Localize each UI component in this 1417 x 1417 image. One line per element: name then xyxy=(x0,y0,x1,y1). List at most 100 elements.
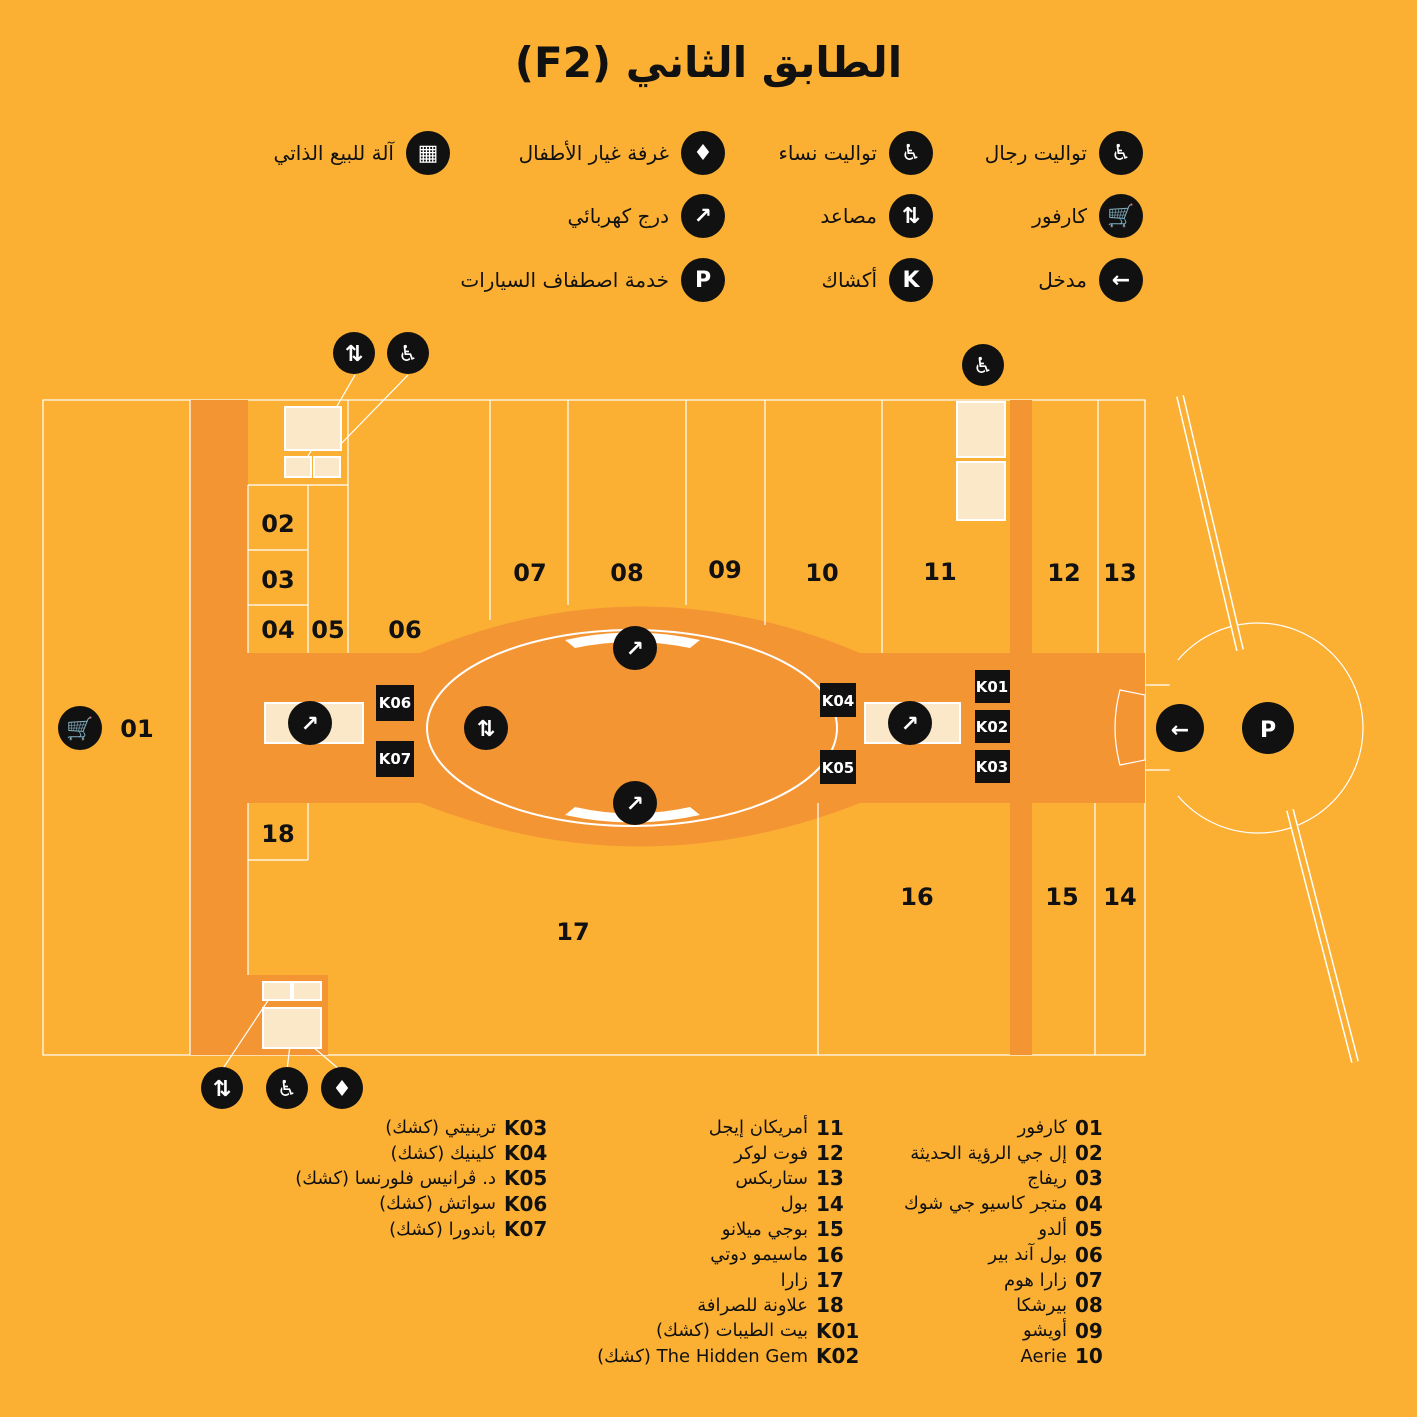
unit-14-label: 14 xyxy=(1103,883,1136,911)
store-name: إل جي الرؤية الحديثة xyxy=(910,1142,1067,1164)
store-code: 16 xyxy=(816,1242,844,1267)
legend-escalator: ↗ درج كهربائي xyxy=(567,194,725,238)
unit-09-label: 09 xyxy=(708,556,741,584)
directory-item: 15 بوجي ميلانو xyxy=(597,1217,862,1242)
store-code: 02 xyxy=(1075,1141,1103,1166)
store-code: 08 xyxy=(1075,1293,1103,1318)
store-name: زارا xyxy=(780,1269,808,1291)
valet-icon: P xyxy=(1260,718,1276,743)
store-code: 13 xyxy=(816,1166,844,1191)
elevator-icon: ⇅ xyxy=(345,342,363,367)
store-code: K07 xyxy=(504,1217,548,1242)
escalator-icon: ↗ xyxy=(681,194,725,238)
store-name: فوت لوكر xyxy=(734,1142,808,1164)
unit-15-label: 15 xyxy=(1045,883,1078,911)
directory-item: 06 بول آند بير xyxy=(904,1242,1121,1267)
directory-item: 16 ماسيمو دوتي xyxy=(597,1242,862,1267)
store-name: The Hidden Gem (كشك) xyxy=(597,1345,808,1367)
directory-item: K07 باندورا (كشك) xyxy=(295,1217,550,1242)
store-code: 09 xyxy=(1075,1318,1103,1343)
legend-mens-wc: ♿ تواليت رجال xyxy=(985,131,1143,175)
store-code: K02 xyxy=(816,1344,860,1369)
kiosk-k07-label: K07 xyxy=(379,750,412,768)
store-name: بول آند بير xyxy=(988,1244,1067,1266)
cart-icon: 🛒 xyxy=(66,716,93,742)
unit-13-label: 13 xyxy=(1103,559,1136,587)
store-code: 01 xyxy=(1075,1115,1103,1140)
store-name: أويشو xyxy=(1022,1320,1067,1342)
unit-06-label: 06 xyxy=(388,616,421,644)
wc-icon: ♿ xyxy=(973,354,993,379)
entrance-arrow-icon: ← xyxy=(1099,258,1143,302)
store-name: Aerie xyxy=(1020,1345,1067,1367)
directory-item: 10 Aerie xyxy=(904,1344,1121,1369)
escalator-icon: ↗ xyxy=(626,637,644,662)
store-name: علاونة للصرافة xyxy=(697,1294,808,1316)
store-name: ترينيتي (كشك) xyxy=(385,1117,496,1139)
unit-17-label: 17 xyxy=(556,918,589,946)
legend-valet: P خدمة اصطفاف السيارات xyxy=(460,258,725,302)
store-code: K03 xyxy=(504,1115,548,1140)
valet-icon: P xyxy=(681,258,725,302)
unit-08-label: 08 xyxy=(610,559,643,587)
store-code: 17 xyxy=(816,1268,844,1293)
store-name: د. ڤرانيس فلورنسا (كشك) xyxy=(295,1167,496,1189)
store-name: بيت الطيبات (كشك) xyxy=(656,1320,808,1342)
unit-10-label: 10 xyxy=(805,559,838,587)
legend-entrance: ← مدخل xyxy=(1038,258,1143,302)
escalator-icon: ↗ xyxy=(301,712,319,737)
unit-16-label: 16 xyxy=(900,883,933,911)
directory-item: K04 كلينيك (كشك) xyxy=(295,1140,550,1165)
unit-11-label: 11 xyxy=(923,558,956,586)
directory-item: 17 زارا xyxy=(597,1267,862,1292)
unit-12-label: 12 xyxy=(1047,559,1080,587)
legend-elevators: ⇅ مصاعد xyxy=(820,194,933,238)
kiosk-k05-label: K05 xyxy=(822,759,855,777)
directory-item: K06 سواتش (كشك) xyxy=(295,1191,550,1216)
store-code: 15 xyxy=(816,1217,844,1242)
store-code: K06 xyxy=(504,1191,548,1216)
unit-02-label: 02 xyxy=(261,510,294,538)
legend-womens-wc: ♿ تواليت نساء xyxy=(779,131,933,175)
vending-machine-icon: ▦ xyxy=(406,131,450,175)
mens-wc-icon: ♿ xyxy=(1099,131,1143,175)
unit-18-label: 18 xyxy=(261,820,294,848)
store-code: 05 xyxy=(1075,1217,1103,1242)
directory-item: K02 The Hidden Gem (كشك) xyxy=(597,1344,862,1369)
store-name: سواتش (كشك) xyxy=(379,1193,496,1215)
store-name: بول xyxy=(780,1193,808,1215)
store-code: K04 xyxy=(504,1141,548,1166)
store-code: 18 xyxy=(816,1293,844,1318)
kiosks xyxy=(376,670,1010,784)
unit-04-label: 04 xyxy=(261,616,294,644)
store-name: متجر كاسيو جي شوك xyxy=(903,1193,1067,1215)
store-code: 06 xyxy=(1075,1242,1103,1267)
store-code: 10 xyxy=(1075,1344,1103,1369)
kiosk-k03-label: K03 xyxy=(976,758,1009,776)
shop-divisions xyxy=(189,374,1364,1071)
kiosk-k01-label: K01 xyxy=(976,678,1009,696)
unit-05-label: 05 xyxy=(311,616,344,644)
legend-baby-change: ♦ غرفة غيار الأطفال xyxy=(519,131,725,175)
directory-item: 02 إل جي الرؤية الحديثة xyxy=(904,1140,1121,1165)
store-code: 03 xyxy=(1075,1166,1103,1191)
store-code: 11 xyxy=(816,1115,844,1140)
store-name: ماسيمو دوتي xyxy=(710,1244,808,1266)
wc-icon: ♿ xyxy=(398,342,418,367)
store-name: باندورا (كشك) xyxy=(389,1218,496,1240)
wc-icon: ♿ xyxy=(277,1077,297,1102)
store-name: كلينيك (كشك) xyxy=(390,1142,496,1164)
store-name: بوجي ميلانو xyxy=(721,1218,808,1240)
